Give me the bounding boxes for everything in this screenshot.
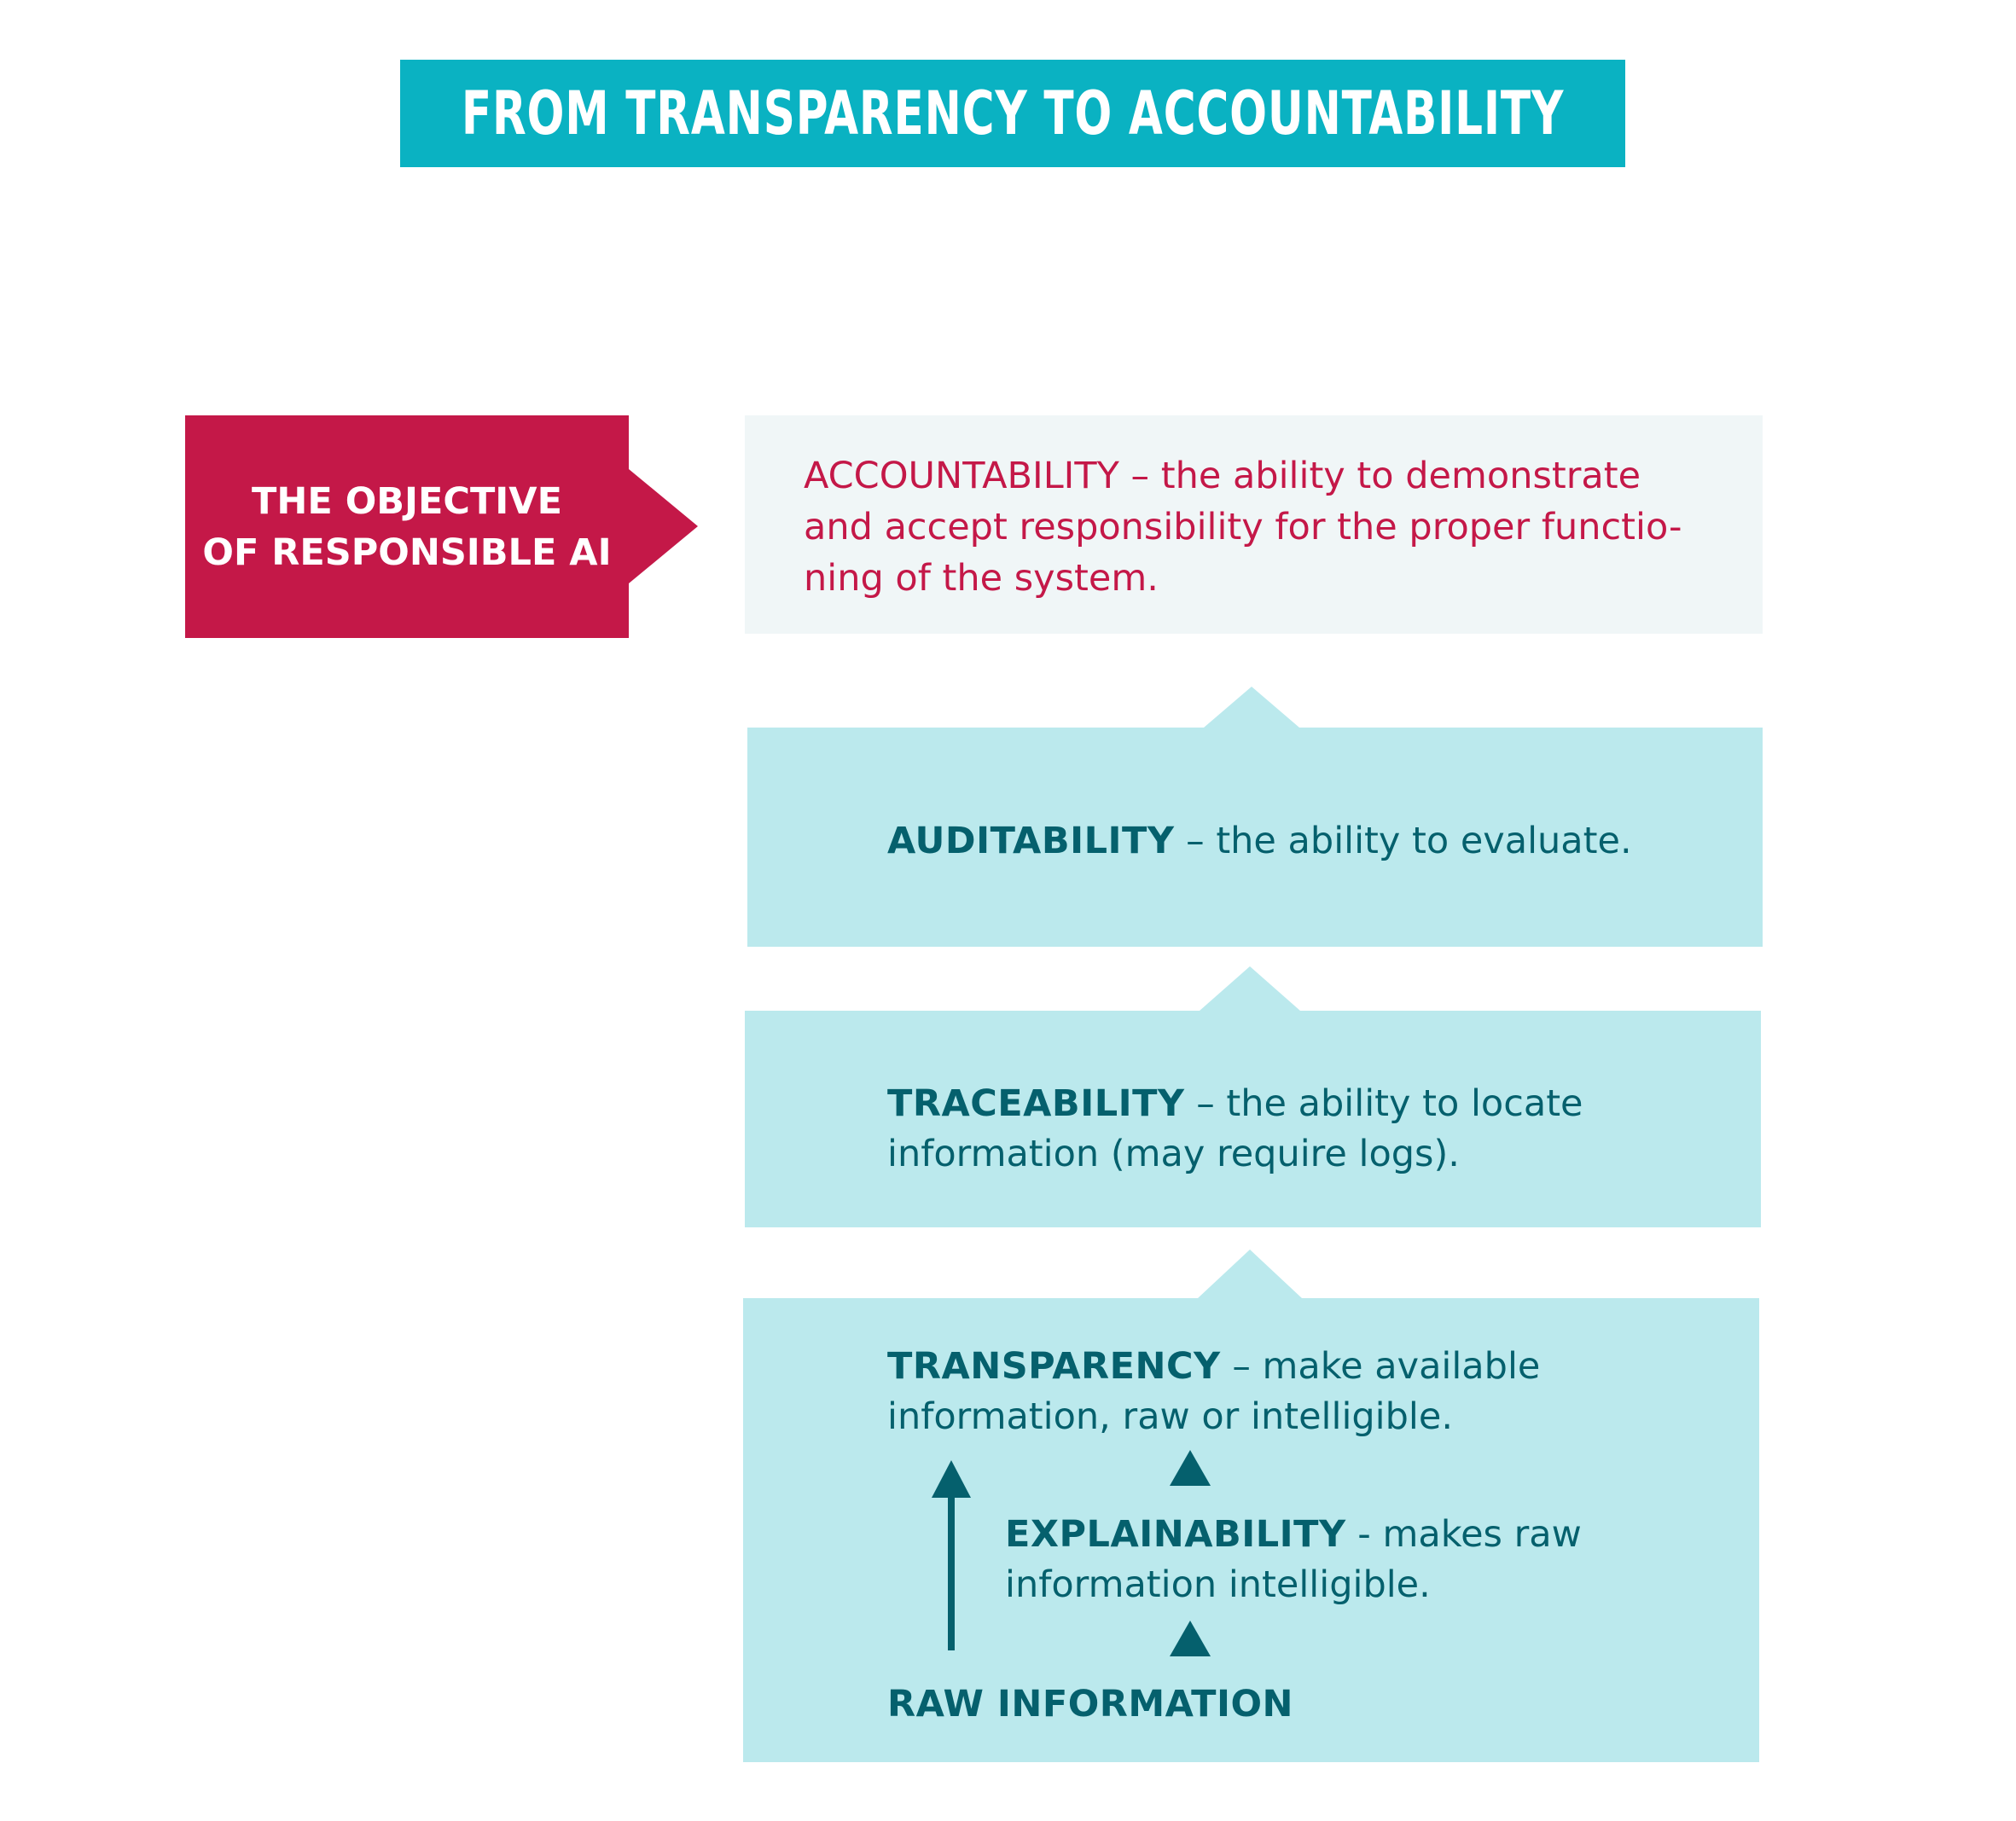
explainability-line-2: information intelligible. <box>1005 1563 1431 1606</box>
transparency-term: TRANSPARENCY <box>887 1345 1221 1388</box>
accountability-line-1: ACCOUNTABILITY – the ability to demonstr… <box>804 455 1641 497</box>
raw-information-label: RAW INFORMATION <box>887 1683 1293 1725</box>
accountability-box <box>745 415 1763 634</box>
traceability-text: TRACEABILITY – the ability to locate inf… <box>887 1079 1583 1180</box>
explainability-desc: - makes raw <box>1345 1513 1582 1556</box>
page-title: FROM TRANSPARENCY TO ACCOUNTABILITY <box>461 78 1565 148</box>
traceability-box <box>745 966 1761 1227</box>
auditability-term: AUDITABILITY <box>887 820 1175 862</box>
long-up-arrow-icon <box>932 1460 971 1650</box>
transparency-text: TRANSPARENCY – make available informatio… <box>887 1342 1540 1442</box>
triangle-up-icon-upper <box>1170 1450 1211 1486</box>
auditability-box <box>747 687 1763 947</box>
objective-line-1: THE OBJECTIVE <box>252 479 562 523</box>
accountability-line-3: ning of the system. <box>804 557 1159 600</box>
auditability-desc: – the ability to evaluate. <box>1174 820 1632 862</box>
transparency-box <box>743 1250 1759 1762</box>
accountability-text: ACCOUNTABILITY – the ability to demonstr… <box>804 450 1742 604</box>
traceability-desc: – the ability to locate <box>1184 1082 1583 1125</box>
auditability-text: AUDITABILITY – the ability to evaluate. <box>887 816 1632 867</box>
transparency-line-2: information, raw or intelligible. <box>887 1395 1453 1438</box>
objective-label: THE OBJECTIVE OF RESPONSIBLE AI <box>185 415 629 638</box>
transparency-desc: – make available <box>1220 1345 1541 1388</box>
triangle-up-icon-lower <box>1170 1621 1211 1656</box>
objective-line-2: OF RESPONSIBLE AI <box>202 531 612 574</box>
title-banner: FROM TRANSPARENCY TO ACCOUNTABILITY <box>400 60 1625 167</box>
objective-pointer-shape <box>185 415 698 638</box>
traceability-term: TRACEABILITY <box>887 1082 1185 1125</box>
explainability-text: EXPLAINABILITY - makes raw information i… <box>1005 1510 1582 1610</box>
accountability-line-2: and accept responsibility for the proper… <box>804 506 1682 548</box>
traceability-line-2: information (may require logs). <box>887 1133 1460 1175</box>
explainability-term: EXPLAINABILITY <box>1005 1513 1346 1556</box>
